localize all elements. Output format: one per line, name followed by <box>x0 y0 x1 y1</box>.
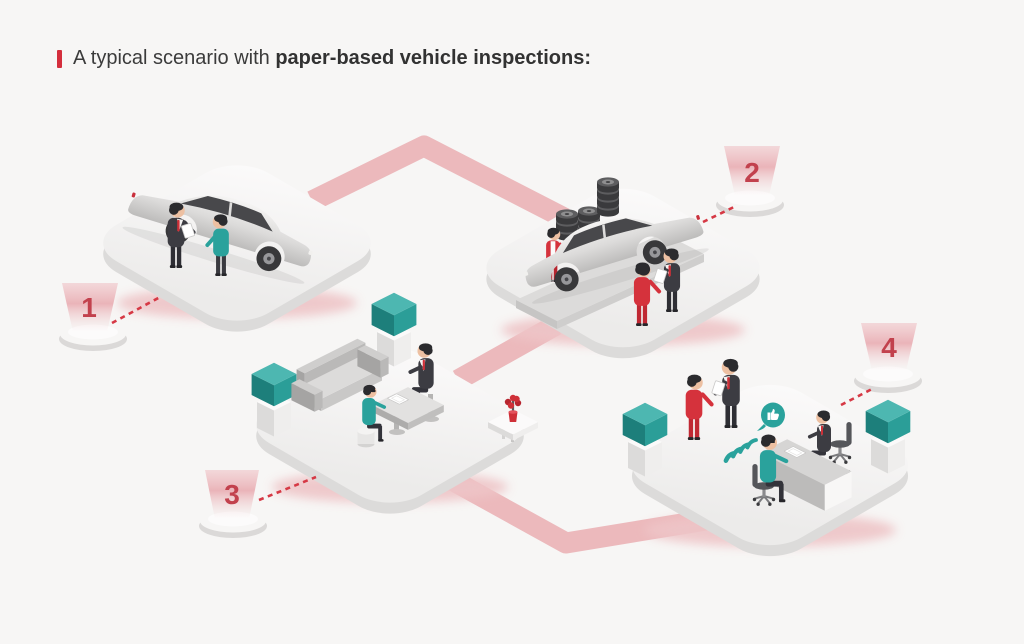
table-top <box>372 387 444 430</box>
marker-connector-3 <box>258 475 317 502</box>
advisor-seated <box>408 343 434 408</box>
table-icon <box>372 387 444 435</box>
page-title: A typical scenario with paper-based vehi… <box>57 47 591 70</box>
step-marker-3: 3 <box>199 470 317 538</box>
advisor-suit <box>167 202 196 268</box>
customer-teal <box>205 214 229 276</box>
teal-plant-cube <box>371 292 417 337</box>
scene-2-workshop-inspection <box>486 177 760 359</box>
paper-document-icon <box>783 446 807 458</box>
speech-bubble-thumb-icon <box>757 402 785 431</box>
desk-icon <box>760 439 852 511</box>
step-marker-4: 4 <box>840 323 922 407</box>
inspector-suit <box>653 248 681 312</box>
marker-beam <box>724 146 780 196</box>
marker-connector-2 <box>702 204 737 224</box>
marker-connector-4 <box>840 387 873 407</box>
stool-icon <box>357 427 375 448</box>
marker-beam <box>861 323 917 371</box>
step-number-1: 1 <box>81 292 97 323</box>
scene-3-waiting-room <box>251 292 538 514</box>
teal-plant-cube <box>865 399 911 444</box>
tire-stack-icon <box>556 209 578 241</box>
advisor-at-desk <box>807 410 831 470</box>
plant-pedestal-icon <box>865 399 911 474</box>
title-text: A typical scenario with <box>73 47 276 69</box>
marker-beam <box>62 283 118 332</box>
title-text-emphasis: paper-based vehicle inspections: <box>275 47 591 69</box>
plant-pedestal-icon <box>622 402 668 477</box>
sofa-icon <box>291 338 389 412</box>
plant-pedestal-icon <box>251 362 297 437</box>
marker-beam <box>205 470 259 519</box>
desk-body <box>760 439 852 511</box>
red-flower-icon <box>504 394 522 422</box>
customer-seated <box>362 384 387 442</box>
step-number-3: 3 <box>224 479 240 510</box>
paper-document-icon <box>653 268 668 284</box>
teal-plant-cube <box>622 402 668 447</box>
title-accent-bar-icon <box>57 49 62 68</box>
step-marker-1: 1 <box>59 283 163 351</box>
manager-suit <box>711 358 740 428</box>
scene-1-car-drop-off <box>103 165 371 332</box>
scene-4-office-handover <box>622 358 911 557</box>
mechanic-overalls <box>633 262 662 326</box>
paper-document-icon <box>711 380 726 397</box>
office-chair-icon <box>828 422 852 464</box>
step-marker-2: 2 <box>702 146 784 224</box>
step-number-2: 2 <box>744 157 760 188</box>
step-markers: 1 2 3 <box>59 146 922 538</box>
tire-stack-icon <box>597 177 619 217</box>
step-number-4: 4 <box>881 332 897 363</box>
speed-chevrons-icon <box>723 438 758 463</box>
sofa-arm <box>357 345 389 378</box>
mechanic-handover <box>685 374 714 440</box>
customer-at-desk <box>759 434 789 503</box>
paper-document-icon <box>387 393 409 405</box>
sofa-arm <box>291 379 323 412</box>
route-segment-1-2 <box>307 135 571 229</box>
teal-plant-cube <box>251 362 297 407</box>
paper-document-icon <box>181 222 195 239</box>
